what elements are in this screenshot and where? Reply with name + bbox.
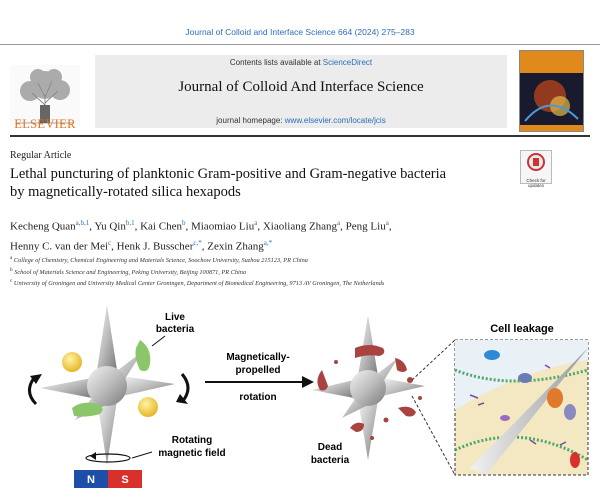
sciencedirect-link[interactable]: ScienceDirect [322,58,373,67]
author-affiliation-marker[interactable]: b,1 [125,219,135,227]
journal-title: Journal of Colloid And Interface Science [178,79,424,95]
article-title-line1: Lethal puncturing of planktonic Gram-pos… [10,166,447,182]
author-name[interactable]: Yu Qin [94,220,126,233]
process-label-2: propelled [235,365,280,376]
author-affiliation-marker[interactable]: a [337,219,341,227]
magnet-pointer [131,451,153,459]
hexapod-dead [312,315,425,460]
affiliation-text: College of Chemistry, Chemical Engineeri… [13,257,308,265]
magnet-south [108,470,142,488]
author-separator: , [257,220,263,233]
author-affiliation-marker[interactable]: a [254,219,258,227]
process-label-1: Magnetically- [226,352,289,363]
magnet-rotation-icon [85,453,131,463]
author-name[interactable]: Xiaoliang Zhang [262,220,338,233]
process-arrow-head-icon [302,376,314,388]
affiliation-marker: a [10,255,13,261]
check-updates-label: Check for updates [526,178,546,188]
header-bottom-rule [10,135,590,137]
hexapod-live [40,305,175,465]
author-name[interactable]: Kai Chen [140,220,182,233]
affiliation-text: University of Groningen and University M… [13,280,385,288]
magnet-rotation-head-icon [90,452,96,460]
author-name[interactable]: Miaomiao Liu [190,220,255,233]
journal-banner [95,55,507,128]
homepage-line: journal homepage: www.elsevier.com/locat… [95,116,507,125]
cell-leakage-inset [454,339,589,476]
affiliation-marker: b [10,266,13,273]
author-name[interactable]: Kecheng Quan [10,220,76,233]
author-affiliation-marker[interactable]: a,b,1 [75,219,90,227]
dead-bacteria-label-1: Dead [318,442,342,453]
live-bacterium [135,340,151,372]
rotation-arrow-right-head-icon [176,394,188,404]
author-affiliation-marker[interactable]: c,* [193,238,202,247]
yellow-particle [138,397,158,417]
article-title-line2: by magnetically-rotated silica hexapods [10,184,241,200]
cell-leakage-label: Cell leakage [490,323,554,335]
magnet-s-label: S [121,474,128,486]
author-separator: , [388,220,392,233]
rotation-arrow-left-head-icon [30,374,42,384]
article-type: Regular Article [10,150,72,161]
magnet-label-2: magnetic field [158,448,225,459]
affiliation-item: c University of Groningen and University… [10,277,580,289]
live-bacteria-label-2: bacteria [156,324,195,335]
dead-bacteria-label-2: bacteria [311,455,350,466]
live-bacterium [72,402,103,417]
author-affiliation-marker[interactable]: a,* [263,238,273,247]
author-separator: , [185,220,191,233]
zoom-line [411,339,456,381]
author-name[interactable]: Henny C. van der Mei [10,240,109,253]
live-bacteria-pointer [151,335,166,347]
author-affiliation-marker[interactable]: a [385,219,389,227]
affiliation-text: School of Materials Science and Engineer… [14,268,247,276]
zoom-line [411,395,456,476]
yellow-particle [62,352,82,372]
author-separator: , [89,220,95,233]
header-top-rule [0,44,600,45]
author-affiliation-marker[interactable]: c [108,238,112,247]
author-name[interactable]: Henk J. Busscher [116,240,194,253]
homepage-prefix: journal homepage: [216,116,285,125]
magnet-n-label: N [87,474,95,486]
publisher-wordmark: ELSEVIER [14,117,76,131]
check-updates-icon [527,153,545,171]
contents-prefix: Contents lists available at [229,58,323,67]
author-affiliation-marker[interactable]: b [181,219,186,227]
author-separator: , [201,240,208,253]
elsevier-tree-logo [10,65,80,125]
affiliation-list: a College of Chemistry, Chemical Enginee… [10,254,580,289]
author-separator: , [340,220,346,233]
magnet-label-1: Rotating [172,435,213,446]
author-name[interactable]: Zexin Zhang [207,240,264,253]
rotation-arrow-left-icon [28,377,38,406]
author-separator: , [111,240,117,253]
check-for-updates-button[interactable]: Check for updates [520,150,552,188]
journal-reference[interactable]: Journal of Colloid and Interface Science… [185,27,415,37]
dead-bacteria-cluster [317,345,422,440]
affiliation-marker: c [10,278,13,285]
author-separator: , [134,220,141,233]
affiliation-item: a College of Chemistry, Chemical Enginee… [10,254,580,266]
affiliation-item: b School of Materials Science and Engine… [10,266,580,278]
process-label-3: rotation [239,392,276,403]
homepage-url-link[interactable]: www.elsevier.com/locate/jcis [284,116,386,125]
live-bacteria-label-1: Live [165,312,185,323]
journal-cover-image[interactable] [519,50,584,132]
author-name[interactable]: Peng Liu [345,220,386,233]
contents-line: Contents lists available at ScienceDirec… [95,58,507,67]
magnet-north [74,470,108,488]
article-title: Lethal puncturing of planktonic Gram-pos… [10,165,490,201]
author-list: Kecheng Quana,b,1, Yu Qinb,1, Kai Chenb,… [10,215,580,254]
graphical-abstract: Live bacteria Rotating magnetic field N … [28,305,589,488]
